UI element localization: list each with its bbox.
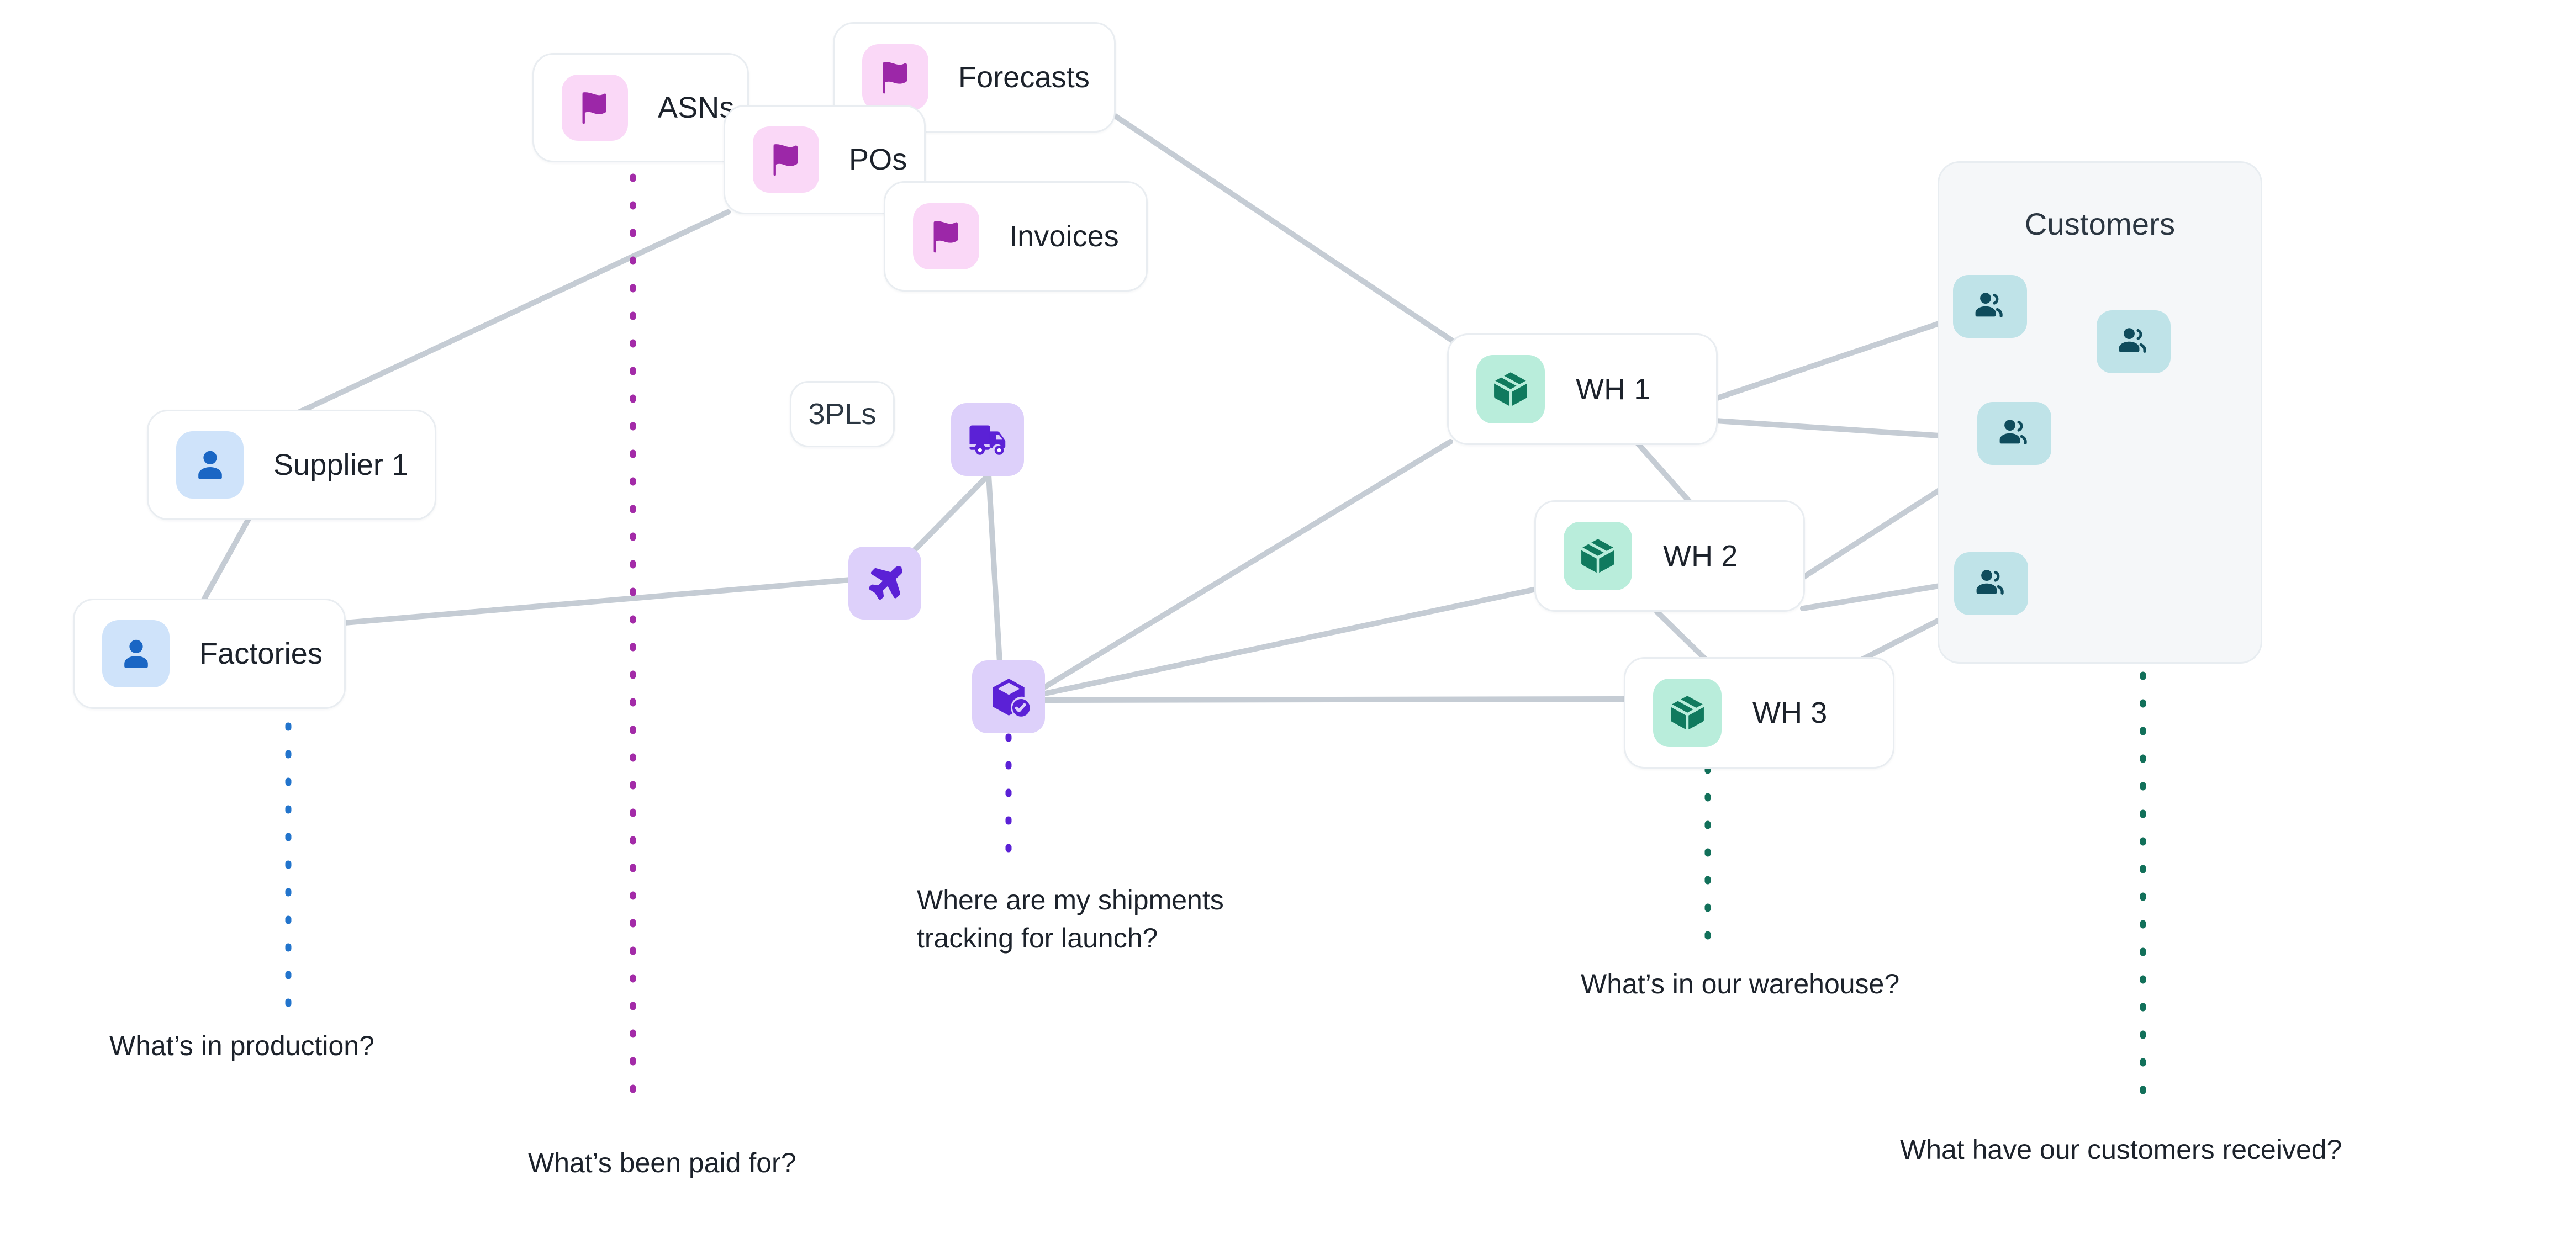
node-threepls[interactable]: 3PLs [790, 381, 895, 447]
edge-wh1-cust1 [1713, 315, 1958, 401]
node-label: Forecasts [958, 61, 1090, 94]
edge-truck-parcel [986, 472, 1002, 665]
people-icon[interactable] [1977, 402, 2051, 465]
edge-wh1-wh2 [1635, 441, 1694, 506]
node-supplier1[interactable]: Supplier 1 [147, 410, 436, 520]
edge-parcel-wh3 [1042, 696, 1630, 703]
caption-paid: What’s been paid for? [528, 1147, 796, 1178]
truck-icon[interactable] [951, 403, 1024, 476]
people-icon[interactable] [2097, 310, 2171, 373]
edge-parcel-wh2 [1042, 586, 1542, 696]
caption-production: What’s in production? [109, 1030, 374, 1061]
node-wh1[interactable]: WH 1 [1447, 333, 1718, 445]
edge-wh2-wh3 [1654, 609, 1709, 663]
edge-supplier1-factories [200, 516, 251, 603]
package-icon [1476, 355, 1545, 423]
node-invoices[interactable]: Invoices [884, 181, 1148, 292]
node-label: Invoices [1009, 220, 1119, 253]
node-wh2[interactable]: WH 2 [1534, 500, 1805, 612]
edge-parcel-wh1 [1042, 439, 1453, 690]
caption-shipments: Where are my shipments tracking for laun… [917, 885, 1224, 954]
node-label: WH 3 [1752, 696, 1828, 729]
node-label: ASNs [658, 91, 735, 124]
people-icon[interactable] [1953, 275, 2027, 338]
package-icon [1564, 522, 1632, 590]
edge-forecasts-wh1 [1111, 112, 1454, 343]
edge-pos-supplier1 [294, 209, 731, 416]
edge-factories-plane [342, 577, 853, 626]
person-icon [176, 431, 244, 499]
flag-icon [753, 126, 819, 193]
node-label: Factories [199, 637, 323, 670]
package-icon [1653, 679, 1722, 747]
node-label: Supplier 1 [273, 448, 409, 481]
caption-customers: What have our customers received? [1900, 1134, 2342, 1165]
edge-wh2-cust3 [1800, 580, 1959, 611]
edge-plane-truck [911, 471, 993, 554]
person-icon [102, 620, 170, 687]
flag-icon [562, 75, 628, 141]
flag-icon [862, 44, 928, 110]
package-check-icon[interactable] [972, 660, 1045, 733]
node-label: WH 2 [1663, 539, 1738, 573]
node-label: POs [849, 143, 907, 176]
node-factories[interactable]: Factories [73, 599, 346, 709]
node-asns[interactable]: ASNs [532, 53, 749, 162]
node-label: 3PLs [808, 398, 877, 431]
airplane-icon[interactable] [848, 547, 921, 620]
group-title: Customers [2024, 206, 2176, 241]
flag-icon [913, 203, 979, 269]
caption-warehouse: What’s in our warehouse? [1581, 968, 1900, 999]
people-icon[interactable] [1954, 552, 2028, 615]
node-label: WH 1 [1576, 373, 1651, 406]
node-wh3[interactable]: WH 3 [1624, 657, 1894, 769]
